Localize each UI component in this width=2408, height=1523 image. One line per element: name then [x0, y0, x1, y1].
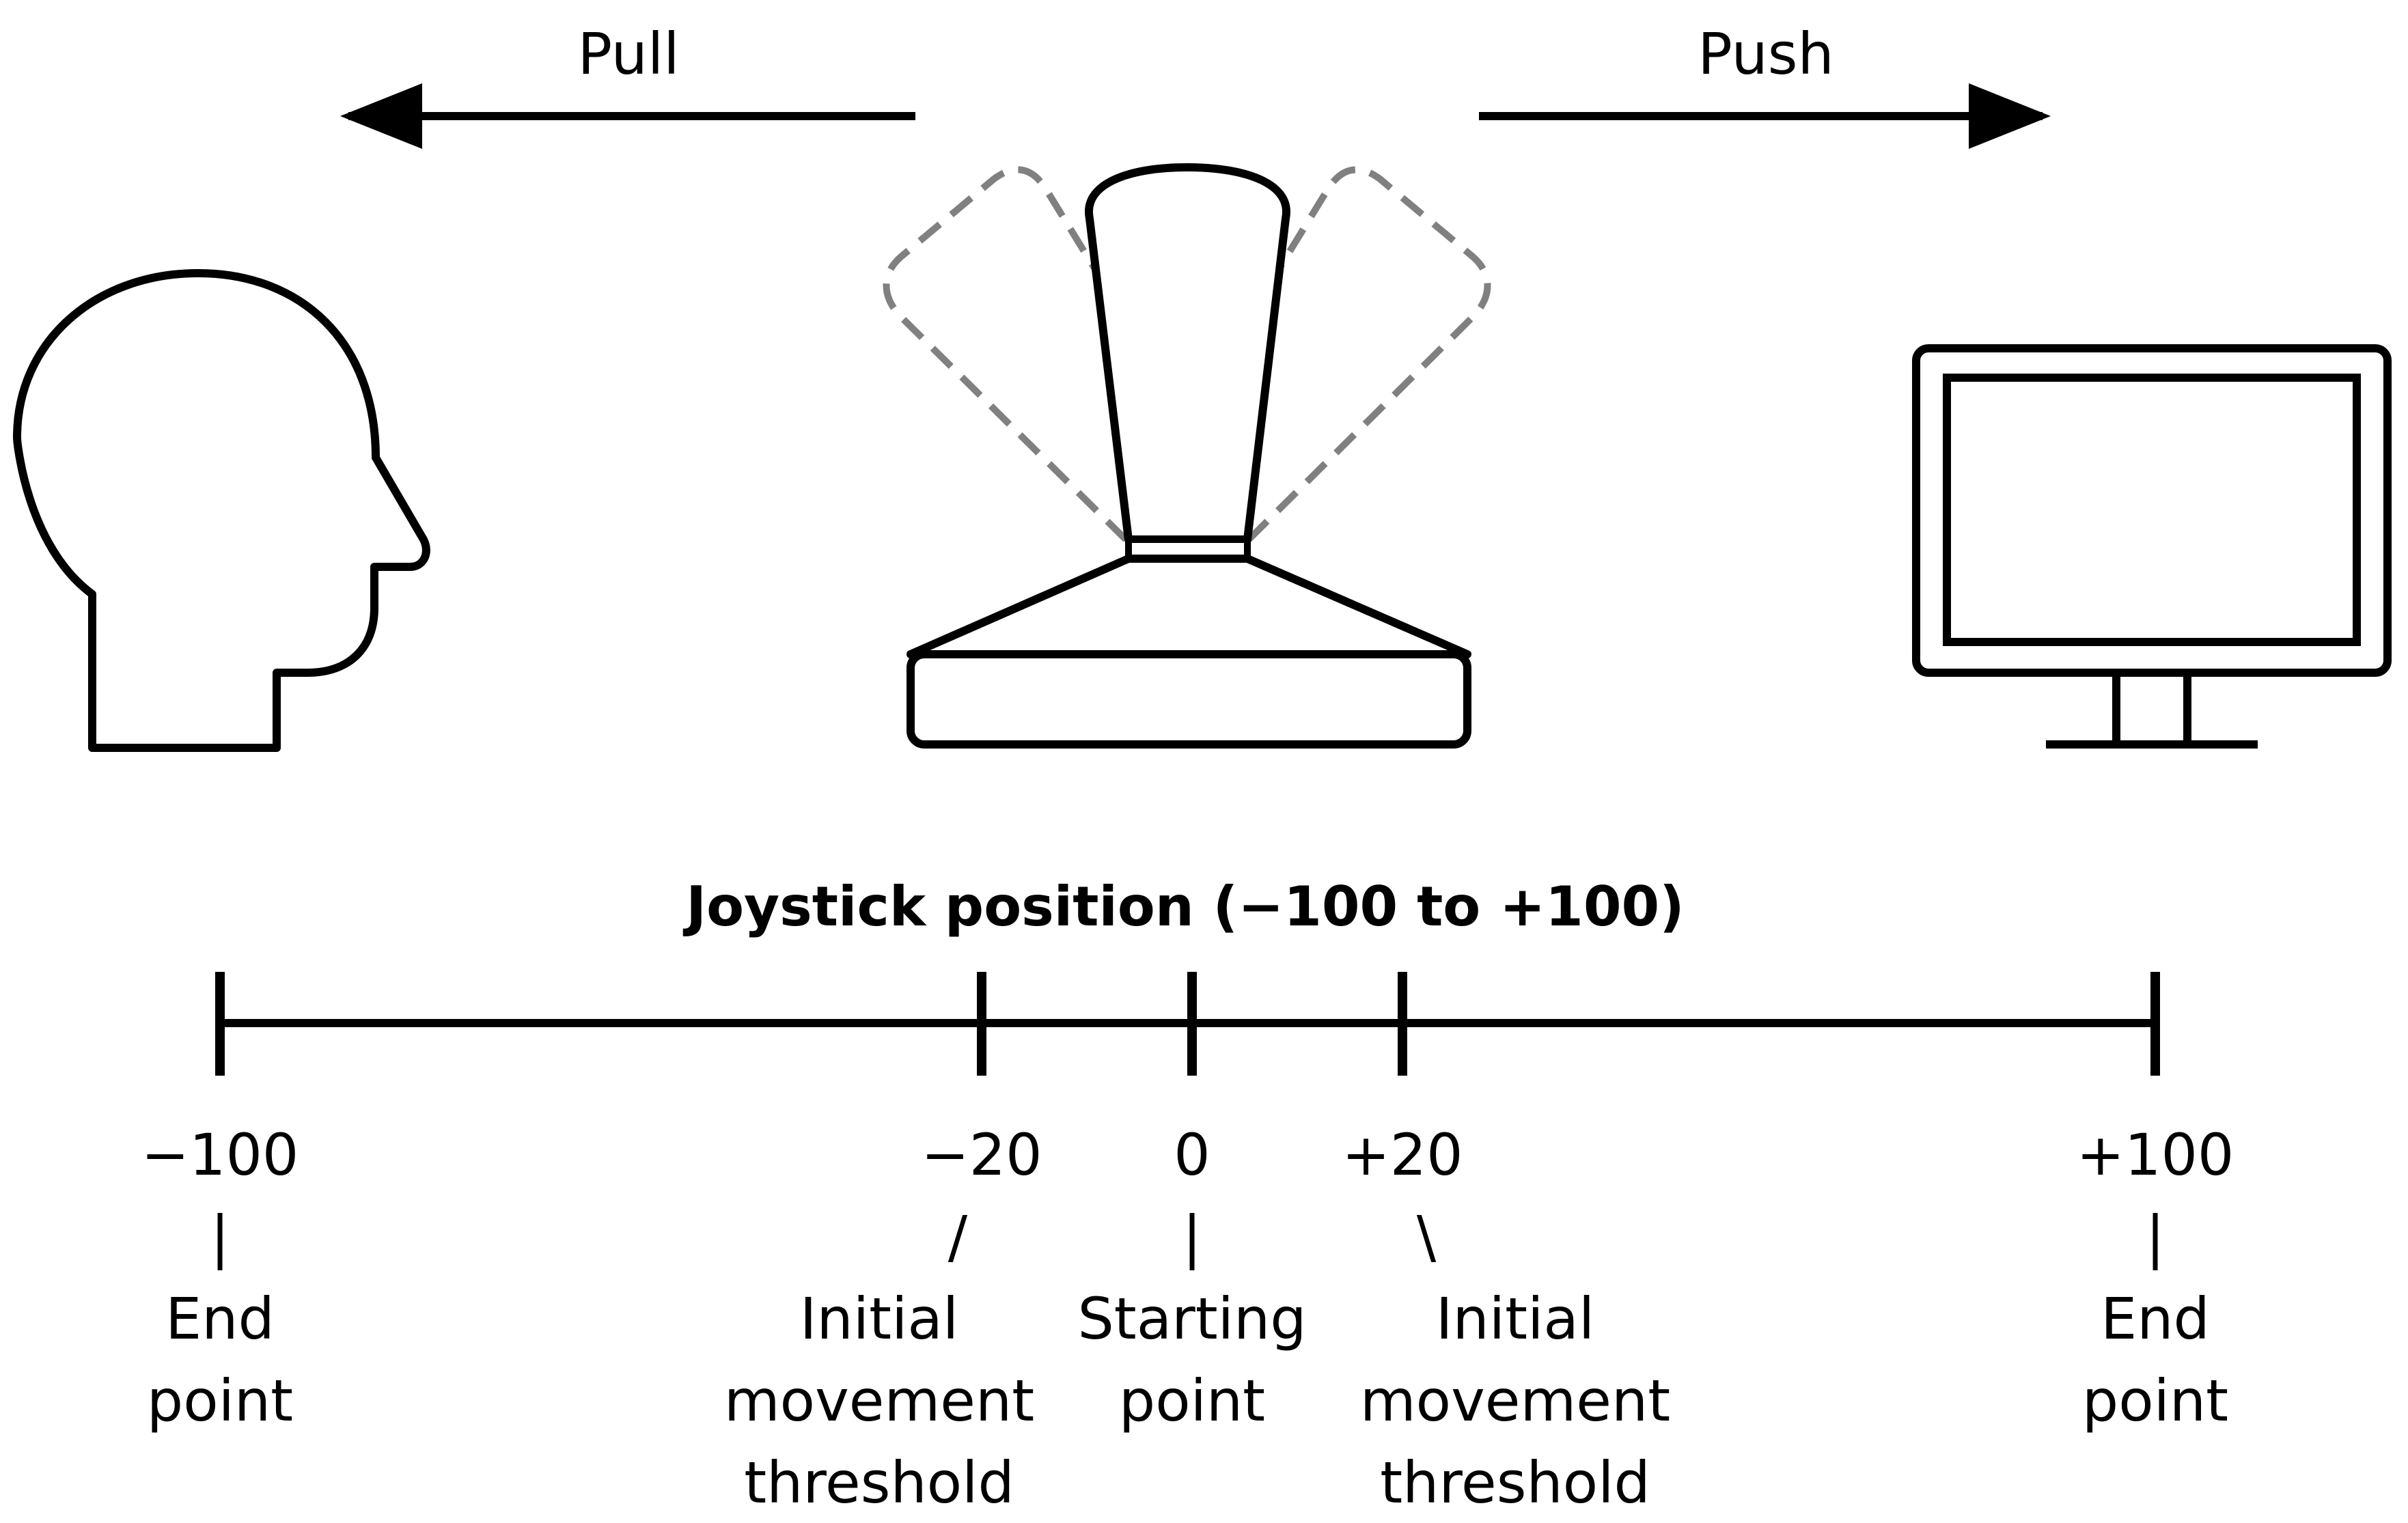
- tick-description-line: movement: [724, 1367, 1034, 1434]
- tick-connector: |: [2146, 1203, 2165, 1270]
- pull-label: Pull: [577, 20, 679, 87]
- tick-connector: \: [1417, 1203, 1437, 1270]
- joystick-top: [907, 555, 1471, 658]
- tick-description-line: point: [147, 1367, 293, 1434]
- tick-description-line: Starting: [1077, 1285, 1306, 1352]
- tick-description-line: point: [1119, 1367, 1265, 1434]
- tick-connector: |: [210, 1203, 230, 1270]
- tick-value-label: −20: [921, 1121, 1042, 1188]
- tick-description-line: End: [2101, 1285, 2210, 1352]
- tick-description-line: threshold: [1380, 1449, 1650, 1516]
- tick-connector: /: [948, 1203, 968, 1270]
- tick-description-line: End: [165, 1285, 275, 1352]
- monitor-screen: [1943, 374, 2361, 646]
- tick-description-line: point: [2082, 1367, 2228, 1434]
- head-silhouette-icon: [13, 269, 430, 752]
- tick-description-line: Initial: [800, 1285, 958, 1352]
- tick-value-label: +100: [2077, 1121, 2234, 1188]
- push-label: Push: [1698, 20, 1833, 87]
- tick-value-label: +20: [1342, 1121, 1463, 1188]
- joystick-base: [907, 650, 1471, 749]
- ghost-handle-left: [883, 166, 1129, 542]
- scale-ticks: −100 | End point −20 / Initial movement threshol…: [141, 972, 2234, 1516]
- tick-value-label: 0: [1174, 1121, 1210, 1188]
- monitor-icon: [1912, 344, 2392, 749]
- tick-description-line: movement: [1360, 1367, 1670, 1434]
- tick-description-line: Initial: [1436, 1285, 1594, 1352]
- tick-value-label: −100: [141, 1121, 299, 1188]
- scale-title: Joystick position (−100 to +100): [682, 875, 1684, 938]
- joystick-icon: [883, 163, 1491, 749]
- ghost-handle-right: [1246, 166, 1491, 542]
- joystick-handle: [1085, 163, 1290, 544]
- tick-description-line: threshold: [744, 1449, 1014, 1516]
- tick-connector: |: [1182, 1203, 1202, 1270]
- monitor-frame: [1912, 344, 2392, 677]
